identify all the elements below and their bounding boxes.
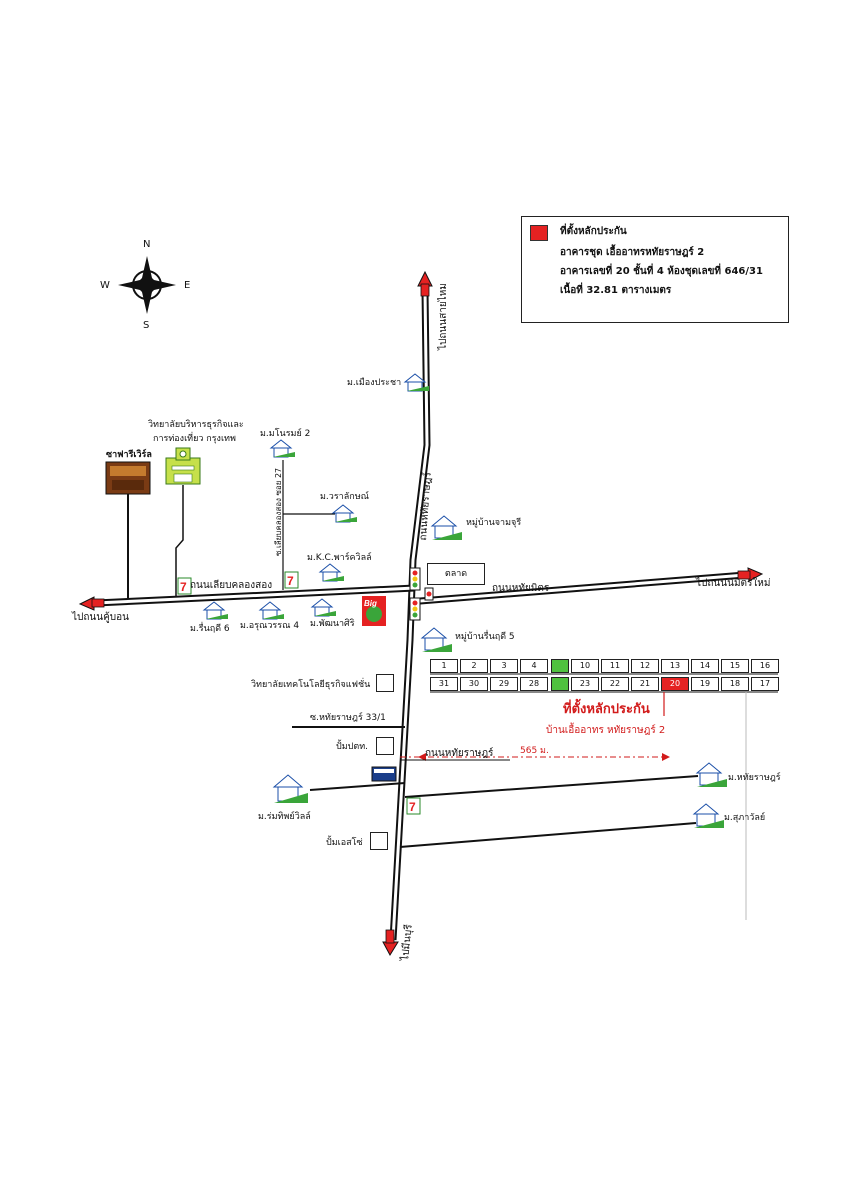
label-pump-lpg: ปั้มเอสโซ่: [326, 838, 363, 848]
unit-block: 15: [721, 659, 749, 673]
compass-rose-icon: [118, 256, 176, 314]
unit-target: 20: [661, 677, 689, 691]
college-building-icon: [165, 447, 201, 485]
legend-box: ที่ตั้งหลักประกัน อาคารชุด เอื้ออาทรหทัย…: [521, 216, 789, 323]
legend-line1: อาคารชุด เอื้ออาทรหทัยราษฎร์ 2: [560, 247, 705, 258]
target-distance: 565 ม.: [520, 746, 549, 756]
svg-text:7: 7: [180, 580, 187, 594]
arrow-south: [382, 941, 399, 957]
unit-block: 12: [631, 659, 659, 673]
label-college-fashion: วิทยาลัยเทคโนโลยีธุรกิจแฟชั่น: [251, 680, 371, 690]
label-monrom: ม.มโนรมย์ 2: [260, 429, 311, 439]
unit-block: 17: [751, 677, 779, 691]
seven-eleven-icons: 7 7 7: [177, 571, 421, 815]
label-mueang-pracha: ม.เมืองประชา: [347, 378, 402, 388]
label-sukarat: ม.สุภาวัลย์: [724, 813, 766, 823]
road-label-to-sai-mai: ไปถนนสายไหม: [438, 283, 449, 350]
big-c-icon: Big: [362, 596, 386, 626]
label-rinrudee6: ม.รื่นฤดี 6: [190, 624, 230, 634]
unit-block: 28: [520, 677, 548, 691]
label-market: ตลาด: [444, 569, 468, 579]
safari-world-icon: [105, 461, 151, 495]
unit-block: 18: [721, 677, 749, 691]
legend-swatch: [530, 225, 548, 241]
road-label-soi-33: ซ.หทัยราษฎร์ 33/1: [310, 713, 386, 723]
road-label-soi-27: ซ.เลียบคลองสอง ซอย 27: [274, 467, 283, 556]
unit-block: 11: [601, 659, 629, 673]
label-ban-rinrudee5: หมู่บ้านรื่นฤดี 5: [455, 632, 515, 642]
road-label-hathai-mit: ถนนหทัยมิตร: [492, 583, 550, 594]
compass-s: S: [143, 320, 150, 331]
label-hathai-rat-village: ม.หทัยราษฎร์: [728, 773, 781, 783]
road-label-to-nimit-mai: ไปถนนนิมิตรใหม่: [696, 578, 771, 589]
pump-lpg-box: [370, 832, 388, 850]
legend-line3: เนื้อที่ 32.81 ตารางเมตร: [560, 285, 672, 296]
unit-block: 2: [460, 659, 488, 673]
label-ban-chamchuri: หมู่บ้านจามจุรี: [466, 518, 522, 528]
market-box: ตลาด: [427, 563, 485, 585]
legend-line2: อาคารเลขที่ 20 ชั้นที่ 4 ห้องชุดเลขที่ 6…: [560, 266, 763, 277]
hathai-rat-road: [389, 289, 431, 941]
house-icons: [202, 373, 727, 828]
unit-block: 22: [601, 677, 629, 691]
label-college-business2: การท่องเที่ยว กรุงเทพ: [153, 434, 236, 444]
compass-e: E: [184, 280, 191, 291]
svg-text:7: 7: [287, 574, 294, 588]
compass-n: N: [143, 239, 151, 250]
label-romthip: ม.ร่มทิพย์วิลล์: [258, 812, 311, 822]
ptt-box: [376, 737, 394, 755]
unit-block: 1: [430, 659, 458, 673]
svg-text:Big: Big: [364, 599, 377, 608]
unit-block: 31: [430, 677, 458, 691]
unit-block: 30: [460, 677, 488, 691]
unit-block: 21: [631, 677, 659, 691]
hathai-mit-road: [419, 571, 746, 605]
tesco-icon: [371, 766, 397, 782]
unit-block: 13: [661, 659, 689, 673]
target-label: ที่ตั้งหลักประกัน: [563, 702, 650, 717]
unit-block: 16: [751, 659, 779, 673]
liap-khlong-song-road: [95, 584, 416, 607]
label-waralak: ม.วราลักษณ์: [320, 492, 369, 502]
label-ptt: ปั้มปตท.: [336, 742, 368, 752]
label-safari-world: ซาฟารีเวิร์ล: [106, 450, 152, 460]
label-kc-park: ม.K.C.พาร์ควิลล์: [307, 553, 372, 563]
svg-text:7: 7: [409, 800, 416, 814]
traffic-light-icon: [409, 567, 434, 621]
college-fashion-box: [376, 674, 394, 692]
unit-block: [551, 677, 569, 691]
label-arunwan4: ม.อรุณวรรณ 4: [240, 621, 300, 631]
unit-block: 10: [571, 659, 599, 673]
compass-w: W: [100, 280, 110, 291]
label-phatnasiri: ม.พัฒนาศิริ: [310, 619, 355, 629]
unit-block: 14: [691, 659, 719, 673]
road-label-hathai-rat-lower: ถนนหทัยราษฎร์: [425, 748, 494, 759]
road-label-to-khu-bon: ไปถนนคู้บอน: [72, 612, 129, 623]
legend-title: ที่ตั้งหลักประกัน: [560, 226, 627, 237]
unit-block: 23: [571, 677, 599, 691]
unit-block: [551, 659, 569, 673]
unit-block: 29: [490, 677, 518, 691]
label-college-business: วิทยาลัยบริหารธุรกิจและ: [148, 420, 244, 430]
unit-block: 4: [520, 659, 548, 673]
target-project: บ้านเอื้ออาทร หทัยราษฎร์ 2: [546, 725, 666, 736]
road-label-liap-khlong-song: ถนนเลียบคลองสอง: [190, 580, 273, 591]
unit-block: 3: [490, 659, 518, 673]
unit-block: 19: [691, 677, 719, 691]
